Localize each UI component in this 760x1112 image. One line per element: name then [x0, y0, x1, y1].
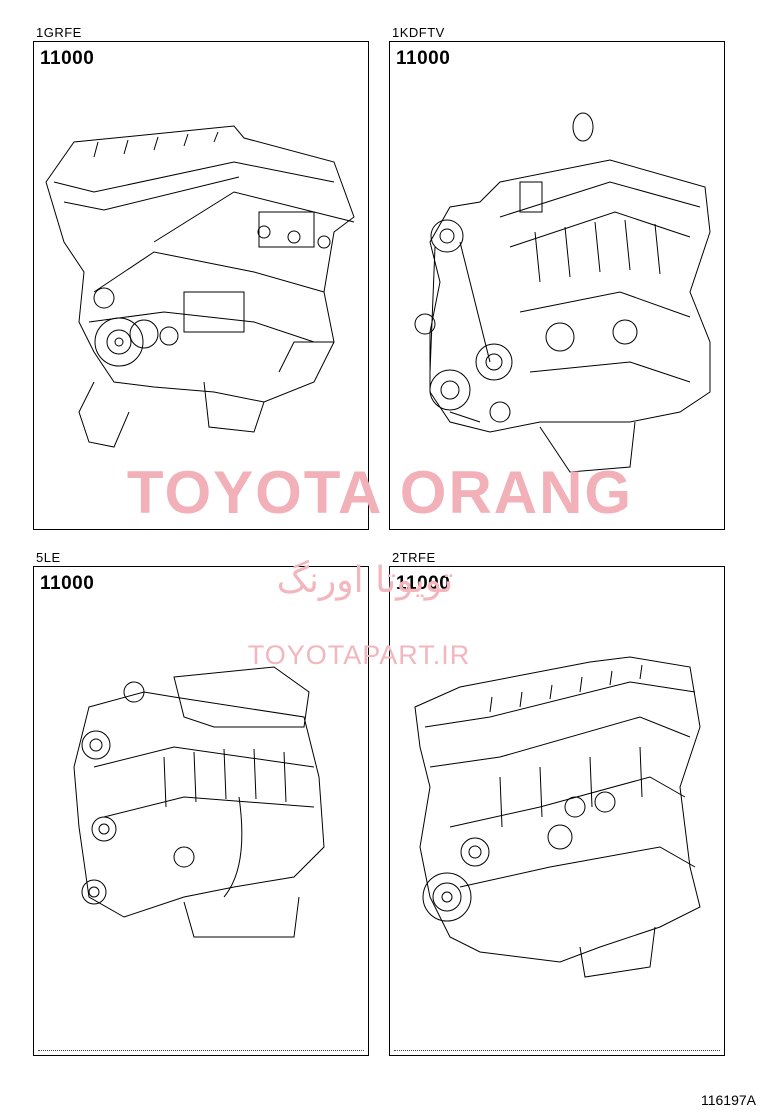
engine-panel-1kdftv[interactable]: 11000 [389, 41, 725, 530]
watermark-persian: تویوتا اورنگ [276, 560, 454, 601]
part-number[interactable]: 11000 [396, 48, 451, 69]
part-number[interactable]: 11000 [396, 573, 451, 594]
part-number[interactable]: 11000 [40, 573, 95, 594]
watermark-site: TOYOTAPART.IR [247, 640, 471, 670]
engine-drawing-5le [73, 666, 325, 938]
illustration-number: 116197A [700, 1092, 756, 1108]
part-number[interactable]: 11000 [40, 48, 95, 69]
engine-drawing-2trfe [414, 656, 701, 978]
engine-panel-2trfe[interactable]: 11000 [389, 566, 725, 1056]
engine-label-5le: 5LE [36, 550, 61, 565]
engine-drawing-1grfe [45, 125, 355, 448]
engine-label-1grfe: 1GRFE [36, 25, 82, 40]
dotted-border [38, 1050, 364, 1051]
engine-label-2trfe: 2TRFE [392, 550, 436, 565]
dotted-border [394, 1050, 720, 1051]
engine-label-1kdftv: 1KDFTV [392, 25, 445, 40]
engine-panel-1grfe[interactable]: 11000 [33, 41, 369, 530]
engine-panel-5le[interactable]: 11000 [33, 566, 369, 1056]
engine-drawing-1kdftv [414, 112, 711, 473]
watermark-brand: TOYOTA ORANG [126, 459, 634, 526]
